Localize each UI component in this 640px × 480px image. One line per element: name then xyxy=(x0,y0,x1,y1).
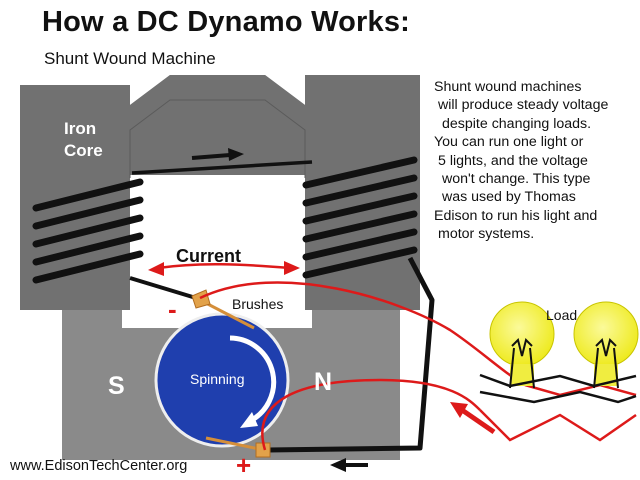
coil-link-wire xyxy=(131,160,313,175)
shunt-wire-right xyxy=(267,256,435,453)
description-line: was used by Thomas xyxy=(442,189,576,206)
plus-sign: + xyxy=(236,450,251,480)
spinning-arrow xyxy=(229,335,277,425)
description-line: Shunt wound machines xyxy=(434,79,582,95)
top-wire-arrow xyxy=(191,148,244,161)
description-line: won't change. This type xyxy=(442,171,591,188)
description-text: Shunt wound machines will produce steady… xyxy=(434,78,638,244)
spinning-label: Spinning xyxy=(190,371,245,387)
page-subtitle: Shunt Wound Machine xyxy=(44,49,216,68)
load-bulb-1 xyxy=(489,301,555,389)
description-line: despite changing loads. xyxy=(442,115,592,132)
brushes-label: Brushes xyxy=(232,296,283,312)
iron-core-label-line2: Core xyxy=(64,141,103,160)
left-field-coil xyxy=(32,178,144,284)
north-pole-label: N xyxy=(314,368,332,396)
iron-core-opening xyxy=(130,75,305,175)
description-line: motor systems. xyxy=(438,226,535,243)
bottom-wire-arrow xyxy=(330,458,368,472)
shunt-wire-left xyxy=(129,276,197,300)
minus-sign: - xyxy=(168,294,177,324)
current-label: Current xyxy=(176,246,241,266)
current-wires xyxy=(157,262,637,451)
south-pole-label: S xyxy=(108,372,125,400)
load-wires xyxy=(479,373,637,404)
iron-core-label-line1: Iron xyxy=(64,119,96,138)
load-bulb-2 xyxy=(573,301,639,389)
description-line: You can run one light or xyxy=(434,134,584,151)
right-field-coil xyxy=(302,156,418,279)
website-url: www.EdisonTechCenter.org xyxy=(10,458,188,474)
current-arrows xyxy=(148,261,496,435)
description-line: Edison to run his light and xyxy=(434,207,598,224)
bottom-brush xyxy=(205,436,271,458)
description-line: 5 lights, and the voltage xyxy=(438,152,588,169)
page-title: How a DC Dynamo Works: xyxy=(42,6,411,38)
load-label: Load xyxy=(546,307,577,323)
description-line: will produce steady voltage xyxy=(438,97,609,114)
